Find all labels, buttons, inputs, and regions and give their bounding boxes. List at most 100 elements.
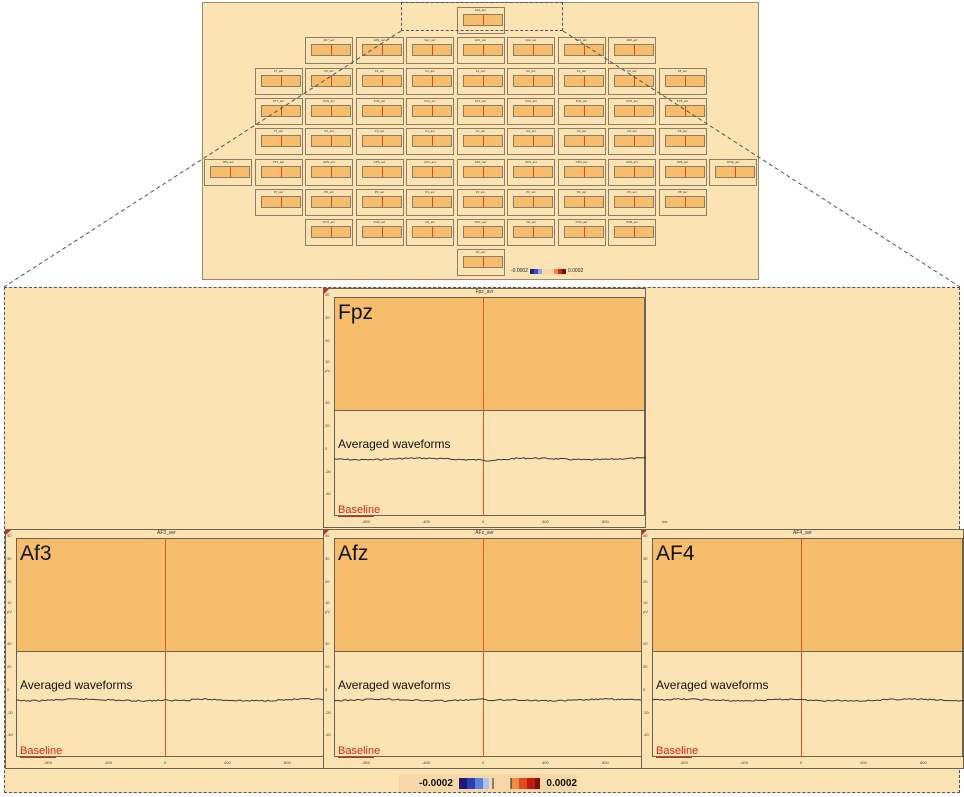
electrode-tile[interactable]: CPz_avr (456, 158, 505, 186)
electrode-tile[interactable]: AF4_avr (557, 37, 606, 65)
electrode-tile[interactable]: CP1_avr (406, 158, 454, 186)
electrode-tile[interactable]: PO4_avr (557, 219, 606, 247)
electrode-tile[interactable]: C5_avr (305, 128, 353, 156)
electrode-tile-label: Oz_avr (475, 250, 486, 255)
electrode-tile[interactable]: PO8_avr (608, 219, 656, 247)
electrode-tile[interactable]: Pz_avr (456, 188, 505, 216)
x-axis-tick-label: -800 (362, 519, 371, 524)
baseline-underline (338, 516, 374, 517)
stimulus-marker-line (482, 196, 484, 207)
electrode-tile[interactable]: O2_avr (507, 219, 555, 247)
x-axis-tick-label: 800 (920, 760, 927, 765)
electrode-tile[interactable]: F8_avr (658, 67, 707, 95)
electrode-tile[interactable]: PO3_avr (355, 219, 404, 247)
electrode-tile[interactable]: CP2_avr (507, 158, 555, 186)
electrode-tile-label: CP3_avr (373, 159, 386, 164)
electrode-tile[interactable]: FC6_avr (608, 97, 656, 125)
electrode-tile[interactable]: FC5_avr (305, 97, 353, 125)
electrode-tile[interactable]: Oz_avr (456, 249, 505, 277)
y-axis-tick-label: -20 (643, 710, 649, 715)
electrode-tile[interactable]: CP3_avr (355, 158, 404, 186)
panel-title: AF4_avr (793, 530, 812, 536)
electrode-tile[interactable]: F6_avr (608, 67, 656, 95)
electrode-tile[interactable]: CP6_avr (608, 158, 656, 186)
stimulus-marker-line (684, 75, 686, 86)
stimulus-marker-line (634, 227, 635, 238)
electrode-tile[interactable]: P5_avr (305, 188, 353, 216)
electrode-tile[interactable]: F4_avr (557, 67, 606, 95)
electrode-tile[interactable]: Fz_avr (456, 67, 505, 95)
electrode-tile[interactable]: F3_avr (355, 67, 404, 95)
stimulus-marker-line (533, 45, 534, 56)
electrode-tile[interactable]: AF8_avr (608, 37, 656, 65)
stimulus-marker-line (331, 105, 332, 116)
electrode-tile[interactable]: C6_avr (608, 128, 656, 156)
electrode-tile[interactable]: P2_avr (507, 188, 555, 216)
electrode-tile[interactable]: T7_avr (254, 128, 303, 156)
electrode-tile[interactable]: Cz_avr (456, 128, 505, 156)
stimulus-marker-line (533, 166, 534, 177)
electrode-tile[interactable]: FCz_avr (456, 97, 505, 125)
electrode-tile[interactable]: F2_avr (507, 67, 555, 95)
electrode-tile[interactable]: C1_avr (406, 128, 454, 156)
electrode-tile[interactable]: P7_avr (254, 188, 303, 216)
electrode-tile-label: TP8_avr (676, 159, 689, 164)
electrode-tile[interactable]: AF7_avr (305, 37, 353, 65)
electrode-tile[interactable]: TP7_avr (254, 158, 303, 186)
electrode-tile[interactable]: P1_avr (406, 188, 454, 216)
electrode-tile[interactable]: FT8_avr (658, 97, 707, 125)
electrode-tile[interactable]: AF3_avr (355, 37, 404, 65)
electrode-tile[interactable]: Fpz_avr (456, 7, 505, 34)
electrode-tile[interactable]: T8_avr (658, 128, 707, 156)
stimulus-marker-line (432, 196, 433, 207)
panel-title: AFz_avr (475, 530, 494, 536)
electrode-tile-label: TP10_avr (726, 159, 740, 164)
stimulus-onset-line (483, 297, 484, 516)
electrode-tile-label: P4_avr (576, 189, 587, 194)
electrode-tile[interactable]: CP4_avr (557, 158, 606, 186)
electrode-tile[interactable]: TP9_avr (204, 158, 252, 186)
electrode-tile-plot (563, 165, 604, 178)
electrode-tile[interactable]: FC1_avr (406, 97, 454, 125)
baseline-underline (656, 757, 692, 758)
electrode-tile-label: FT7_avr (272, 98, 285, 103)
stimulus-marker-line (482, 45, 484, 56)
electrode-tile-plot (412, 195, 452, 208)
electrode-tile[interactable]: TP8_avr (658, 158, 707, 186)
averaged-waveform-trace (652, 698, 964, 702)
electrode-tile[interactable]: AFz_avr (456, 37, 505, 65)
electrode-tile[interactable]: O1_avr (406, 219, 454, 247)
electrode-tile[interactable]: FC3_avr (355, 97, 404, 125)
electrode-tile[interactable]: C3_avr (355, 128, 404, 156)
y-axis-tick-label: 10 (325, 600, 330, 605)
electrode-tile-label: F1_avr (425, 68, 435, 73)
electrode-tile-label: P6_avr (627, 189, 637, 194)
waveform-path (652, 698, 964, 702)
averaged-waveform-trace (334, 698, 647, 702)
electrode-tile[interactable]: FC4_avr (557, 97, 606, 125)
electrode-tile[interactable]: C2_avr (507, 128, 555, 156)
averaged-waveforms-label: Averaged waveforms (656, 678, 769, 692)
electrode-tile[interactable]: C4_avr (557, 128, 606, 156)
electrode-tile[interactable]: F7_avr (254, 67, 303, 95)
x-axis-tick-label: -800 (44, 760, 53, 765)
electrode-tile[interactable]: P3_avr (355, 188, 404, 216)
electrode-tile[interactable]: P6_avr (608, 188, 656, 216)
electrode-tile[interactable]: Fpz_avr (406, 37, 454, 65)
electrode-tile[interactable]: P4_avr (557, 188, 606, 216)
electrode-tile[interactable]: P8_avr (658, 188, 707, 216)
electrode-tile[interactable]: POz_avr (456, 219, 505, 247)
electrode-tile-plot (614, 74, 654, 87)
y-axis-tick-label: 30 (643, 556, 648, 561)
electrode-tile[interactable]: TP10_avr (709, 158, 757, 186)
electrode-tile-label: PO7_avr (323, 220, 335, 225)
electrode-tile[interactable]: Fp2_avr (507, 37, 555, 65)
electrode-tile[interactable]: F5_avr (305, 67, 353, 95)
electrode-tile[interactable]: CP5_avr (305, 158, 353, 186)
overview-scale-bar (529, 268, 566, 274)
electrode-tile[interactable]: F1_avr (406, 67, 454, 95)
electrode-tile[interactable]: FC2_avr (507, 97, 555, 125)
electrode-tile[interactable]: PO7_avr (305, 219, 353, 247)
stimulus-marker-line (634, 136, 635, 147)
